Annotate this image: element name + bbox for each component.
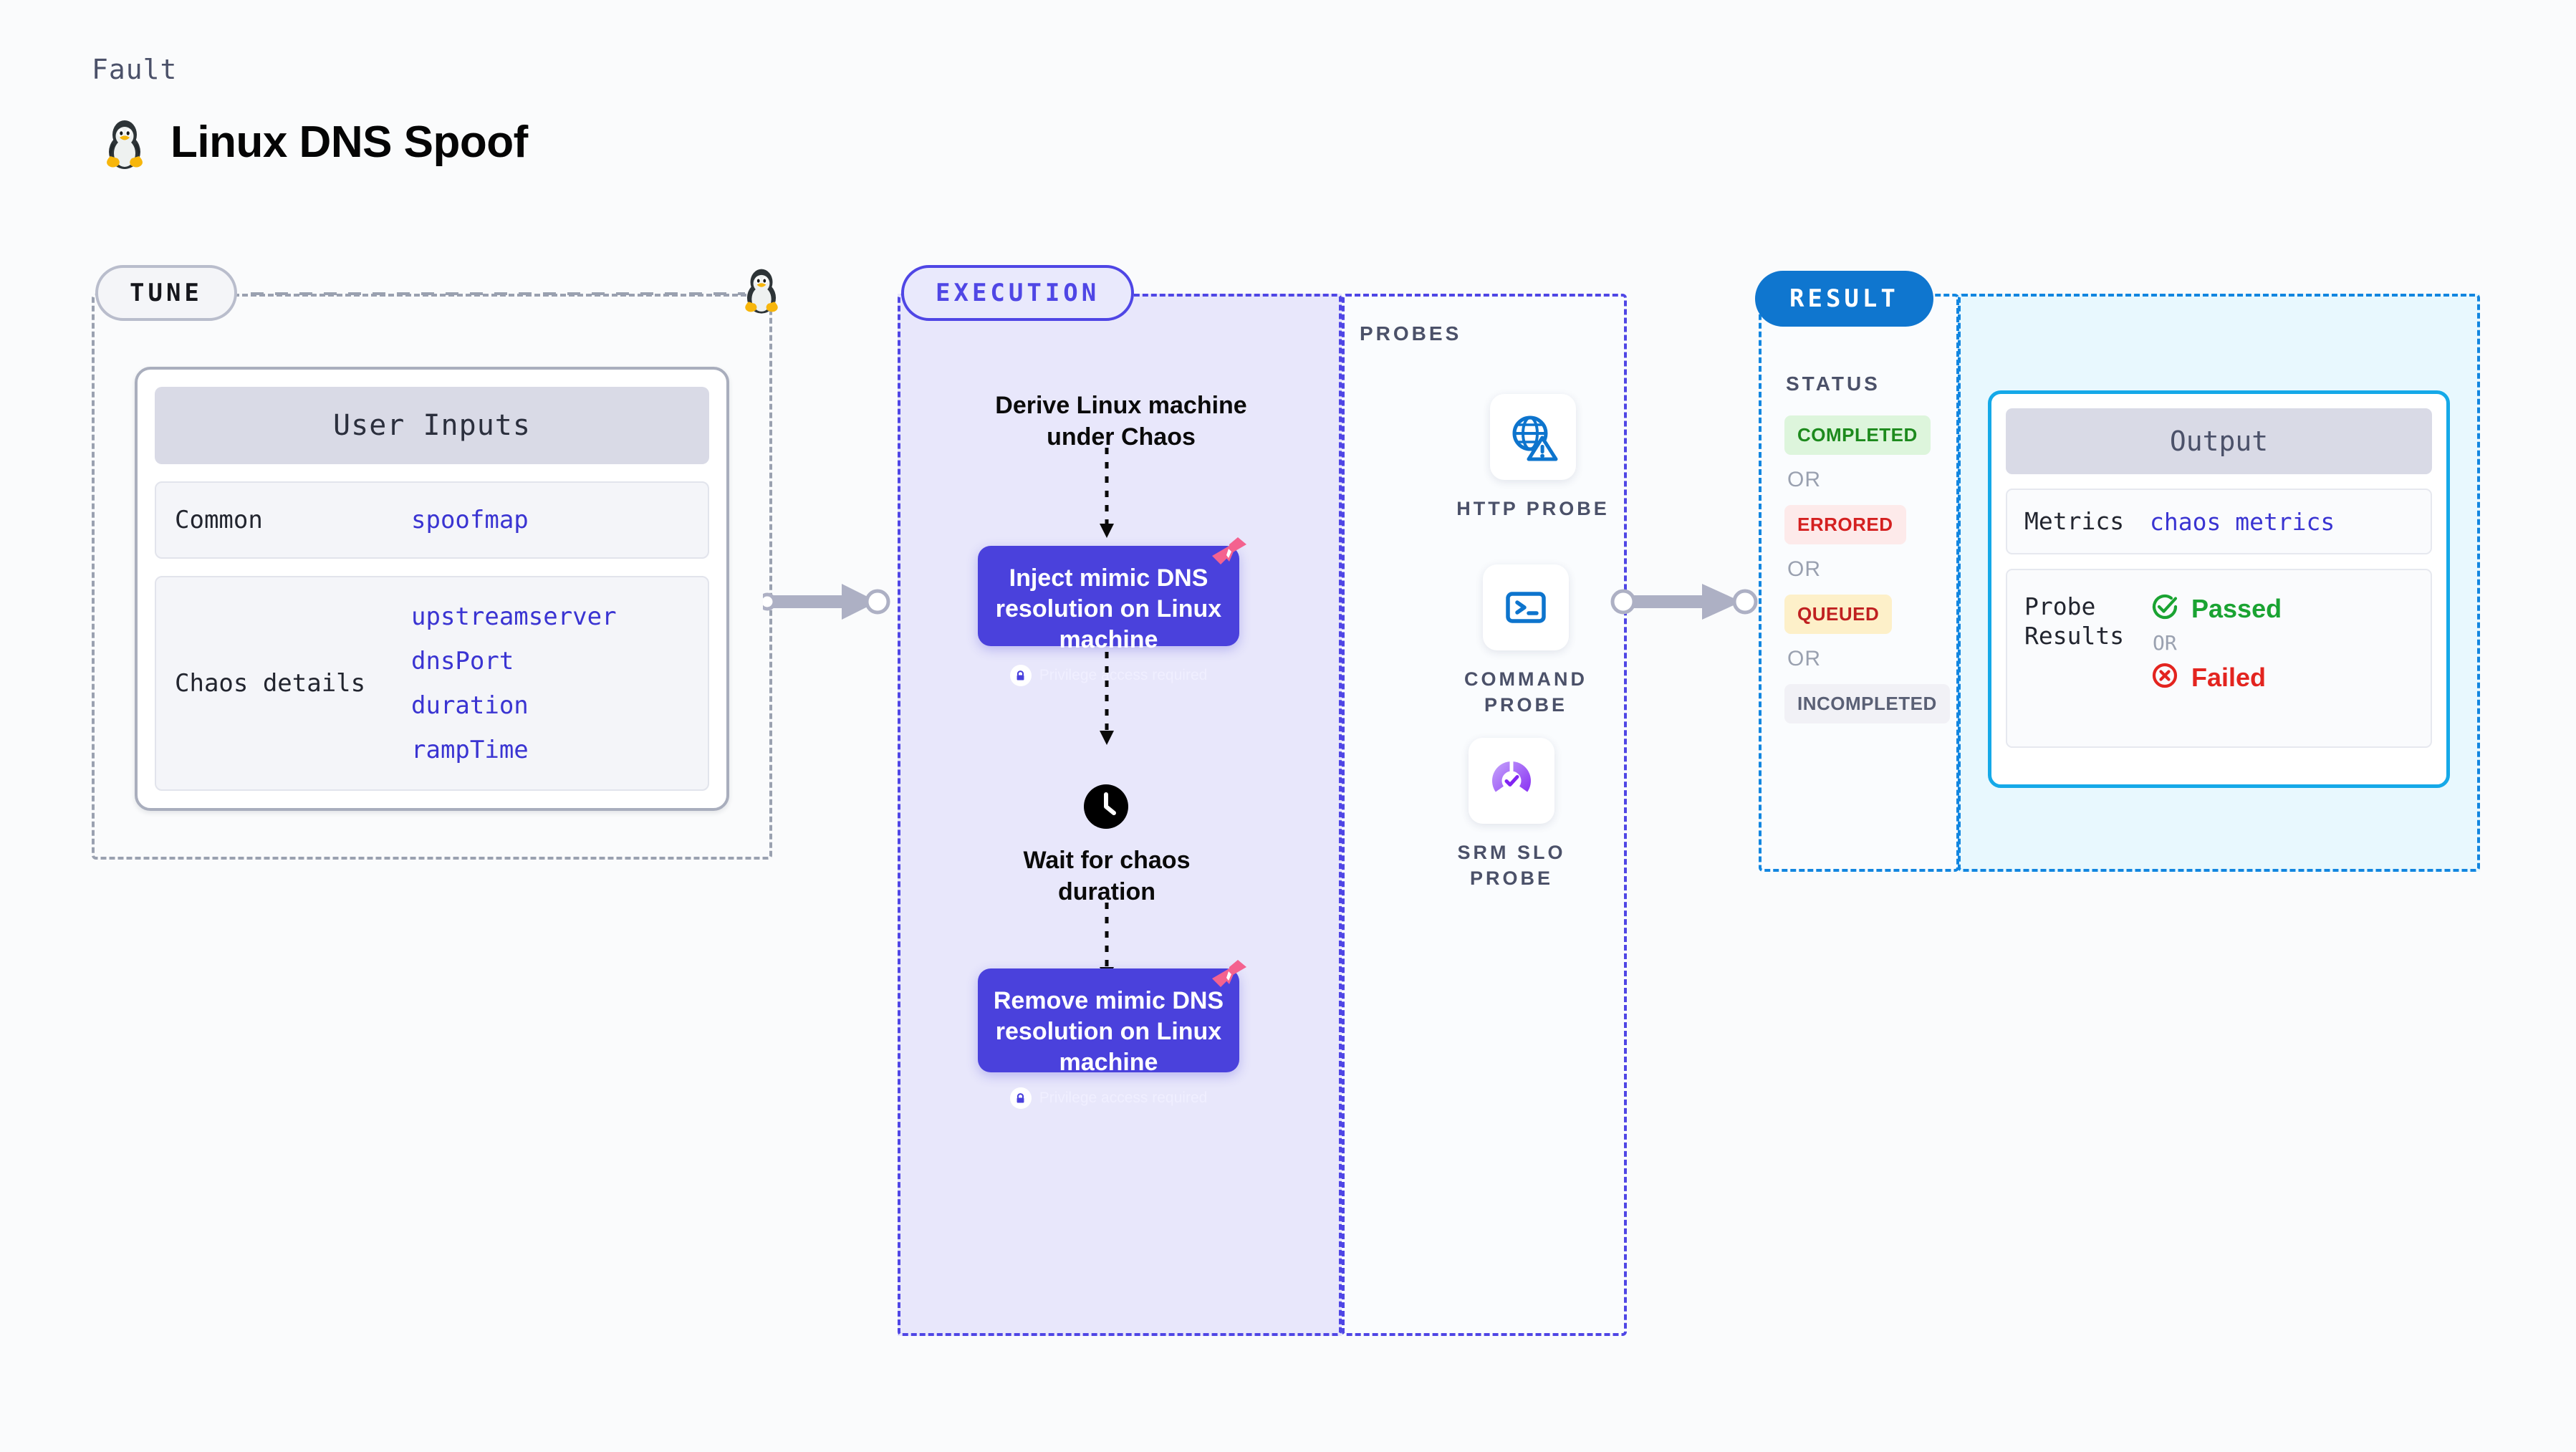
result-status-background xyxy=(1759,294,1959,872)
tune-dash-connector xyxy=(251,292,745,295)
tune-to-execution-connector xyxy=(763,584,890,620)
clock-icon xyxy=(1084,784,1128,832)
page-title-row: Linux DNS Spoof xyxy=(100,115,528,169)
tune-row-common: Common spoofmap xyxy=(155,481,709,559)
probes-region-border xyxy=(1342,294,1627,1336)
globe-warning-icon xyxy=(1490,394,1576,480)
output-metrics-value[interactable]: chaos metrics xyxy=(2150,507,2335,536)
probe-caption-command: COMMAND PROBE xyxy=(1464,668,1587,716)
tune-row-chaos-details: Chaos details upstreamserver dnsPort dur… xyxy=(155,576,709,791)
tune-pill-label: TUNE xyxy=(130,279,203,307)
harness-logo-icon-inject xyxy=(1211,537,1248,577)
result-pill-label: RESULT xyxy=(1789,284,1899,313)
probe-item-command[interactable]: COMMAND PROBE xyxy=(1440,564,1612,718)
output-metrics-label: Metrics xyxy=(2024,507,2125,536)
probe-result-failed-label: Failed xyxy=(2191,662,2267,692)
user-inputs-card: User Inputs Common spoofmap Chaos detail… xyxy=(135,367,729,811)
wait-step-label: Wait for chaos duration xyxy=(1023,847,1191,905)
tune-param-upstreamserver[interactable]: upstreamserver xyxy=(411,602,617,631)
probe-item-http[interactable]: HTTP PROBE xyxy=(1440,394,1626,521)
page-title: Linux DNS Spoof xyxy=(170,117,528,167)
inject-privilege-note: Privilege access required xyxy=(1039,667,1208,684)
status-or-2: OR xyxy=(1787,557,1821,581)
tune-row-chaos-details-values: upstreamserver dnsPort duration rampTime xyxy=(411,602,617,764)
remove-privilege-note: Privilege access required xyxy=(1039,1090,1208,1107)
derive-to-inject-arrow xyxy=(1100,448,1114,538)
remove-action-box[interactable]: Remove mimic DNS resolution on Linux mac… xyxy=(978,968,1239,1110)
tune-row-common-label: Common xyxy=(175,505,263,534)
probe-result-failed: Failed xyxy=(2150,660,2282,694)
harness-logo-icon-remove xyxy=(1211,960,1248,999)
tune-row-common-values: spoofmap xyxy=(411,506,529,534)
probes-section-label: PROBES xyxy=(1360,322,1462,345)
probe-caption-http: HTTP PROBE xyxy=(1456,498,1610,519)
execution-pill-label: EXECUTION xyxy=(936,279,1100,307)
derive-step-label: Derive Linux machine under Chaos xyxy=(995,392,1247,451)
probe-result-options: Passed OR Failed xyxy=(2150,592,2282,694)
remove-action-title: Remove mimic DNS resolution on Linux mac… xyxy=(993,987,1224,1076)
tune-linux-tux-icon xyxy=(739,264,784,317)
cross-circle-icon xyxy=(2150,660,2180,694)
tune-param-spoofmap[interactable]: spoofmap xyxy=(411,506,529,534)
tune-param-ramptime[interactable]: rampTime xyxy=(411,736,529,764)
status-or-3: OR xyxy=(1787,647,1821,670)
tune-param-dnsport[interactable]: dnsPort xyxy=(411,647,514,675)
status-badge-queued[interactable]: QUEUED xyxy=(1784,595,1893,634)
probe-item-srm-slo[interactable]: SRM SLO PROBE xyxy=(1440,738,1583,892)
check-circle-icon xyxy=(2150,592,2180,625)
result-output-region xyxy=(1958,294,2480,872)
tune-row-chaos-details-label: Chaos details xyxy=(175,668,366,698)
output-row-metrics: Metrics chaos metrics xyxy=(2006,489,2432,554)
status-section-label: STATUS xyxy=(1786,372,1880,395)
page-kicker: Fault xyxy=(92,54,178,85)
status-badge-incompleted[interactable]: INCOMPLETED xyxy=(1784,684,1950,723)
user-inputs-card-title: User Inputs xyxy=(155,387,709,464)
tune-pill[interactable]: TUNE xyxy=(95,265,237,321)
probe-result-or: OR xyxy=(2153,631,2177,655)
remove-privilege-note-row: Privilege access required xyxy=(991,1087,1226,1110)
lock-icon xyxy=(1009,665,1032,687)
terminal-prompt-icon xyxy=(1483,564,1569,650)
probe-result-passed: Passed xyxy=(2150,592,2282,625)
lock-icon xyxy=(1009,1087,1032,1110)
status-badge-errored[interactable]: ERRORED xyxy=(1784,505,1906,544)
result-output-border xyxy=(1958,294,2480,872)
status-or-1: OR xyxy=(1787,468,1821,491)
probe-caption-srm-slo: SRM SLO PROBE xyxy=(1457,842,1566,890)
execution-pill[interactable]: EXECUTION xyxy=(901,265,1135,321)
probe-result-passed-label: Passed xyxy=(2191,593,2282,623)
output-card: Output Metrics chaos metrics Probe Resul… xyxy=(1988,390,2450,788)
inject-privilege-note-row: Privilege access required xyxy=(991,665,1226,687)
inject-to-wait-arrow xyxy=(1100,652,1114,745)
slo-donut-check-icon xyxy=(1469,738,1554,824)
execution-to-result-connector xyxy=(1610,584,1758,620)
tune-param-duration[interactable]: duration xyxy=(411,691,529,720)
linux-tux-icon xyxy=(100,115,149,169)
inject-action-box[interactable]: Inject mimic DNS resolution on Linux mac… xyxy=(978,546,1239,687)
inject-action-title: Inject mimic DNS resolution on Linux mac… xyxy=(995,564,1222,653)
result-pill[interactable]: RESULT xyxy=(1755,271,1933,327)
output-card-title: Output xyxy=(2006,408,2432,474)
output-row-probe-results: Probe Results Passed OR xyxy=(2006,569,2432,748)
output-probe-results-label: Probe Results xyxy=(2024,592,2125,650)
status-badge-completed[interactable]: COMPLETED xyxy=(1784,415,1931,455)
status-options-list: COMPLETED OR ERRORED OR QUEUED OR INCOMP… xyxy=(1784,415,1950,723)
